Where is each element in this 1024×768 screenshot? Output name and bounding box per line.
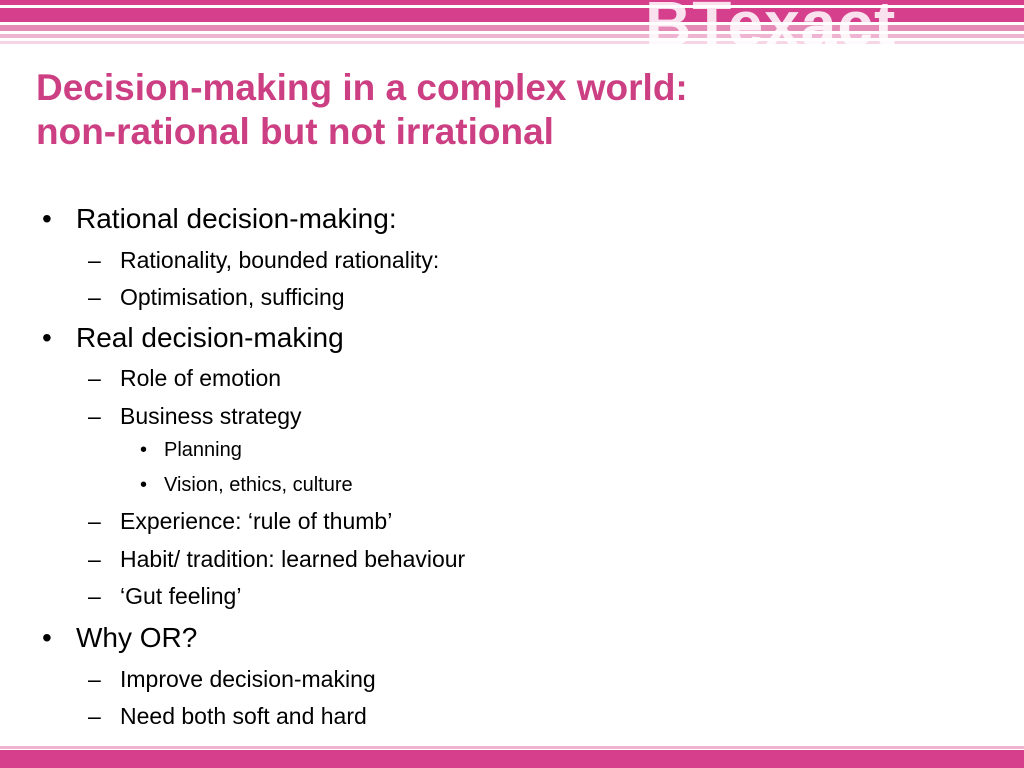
- bullet-marker: •: [140, 439, 148, 461]
- bullet-marker: –: [88, 583, 101, 609]
- bullet-marker: –: [88, 508, 101, 534]
- header-stripe: [0, 8, 1024, 22]
- bullet-text: Role of emotion: [120, 365, 282, 391]
- bullet-marker: –: [88, 365, 101, 391]
- bullet-marker: –: [88, 403, 101, 429]
- bullet-text: Need both soft and hard: [120, 703, 367, 729]
- btexact-logo: BTexact: [645, 0, 897, 54]
- bullet-text: Vision, ethics, culture: [164, 474, 353, 496]
- header-stripe: [0, 41, 1024, 44]
- bullet-text: Rationality, bounded rationality:: [120, 247, 440, 273]
- bullet-text: Why OR?: [76, 622, 198, 653]
- bullet-text: Business strategy: [120, 403, 302, 429]
- bullet-marker: –: [88, 703, 101, 729]
- bullet-marker: •: [140, 474, 148, 496]
- header-stripe: [0, 34, 1024, 38]
- slide-title-line-1: Decision-making in a complex world:: [36, 67, 688, 108]
- bullet-marker: –: [88, 546, 101, 572]
- bullet-text: ‘Gut feeling’: [120, 583, 242, 609]
- bullet-text: Planning: [164, 439, 242, 461]
- slide-title-line-2: non-rational but not irrational: [36, 111, 554, 152]
- header-stripe: [0, 0, 1024, 5]
- bullet-marker: –: [88, 247, 101, 273]
- bullet-text: Optimisation, sufficing: [120, 284, 345, 310]
- header-stripe: [0, 25, 1024, 31]
- bullet-text: Habit/ tradition: learned behaviour: [120, 546, 466, 572]
- bullet-text: Experience: ‘rule of thumb’: [120, 508, 393, 534]
- footer-bar: [0, 750, 1024, 768]
- bullet-marker: •: [42, 322, 52, 353]
- footer-stripe: [0, 746, 1024, 749]
- slide-title: Decision-making in a complex world: non-…: [36, 66, 996, 154]
- bullet-marker: •: [42, 622, 52, 653]
- bullet-text: Rational decision-making:: [76, 203, 397, 234]
- bullet-marker: –: [88, 666, 101, 692]
- bullet-marker: •: [42, 203, 52, 234]
- bullet-text: Real decision-making: [76, 322, 344, 353]
- bullet-marker: –: [88, 284, 101, 310]
- bullet-text: Improve decision-making: [120, 666, 376, 692]
